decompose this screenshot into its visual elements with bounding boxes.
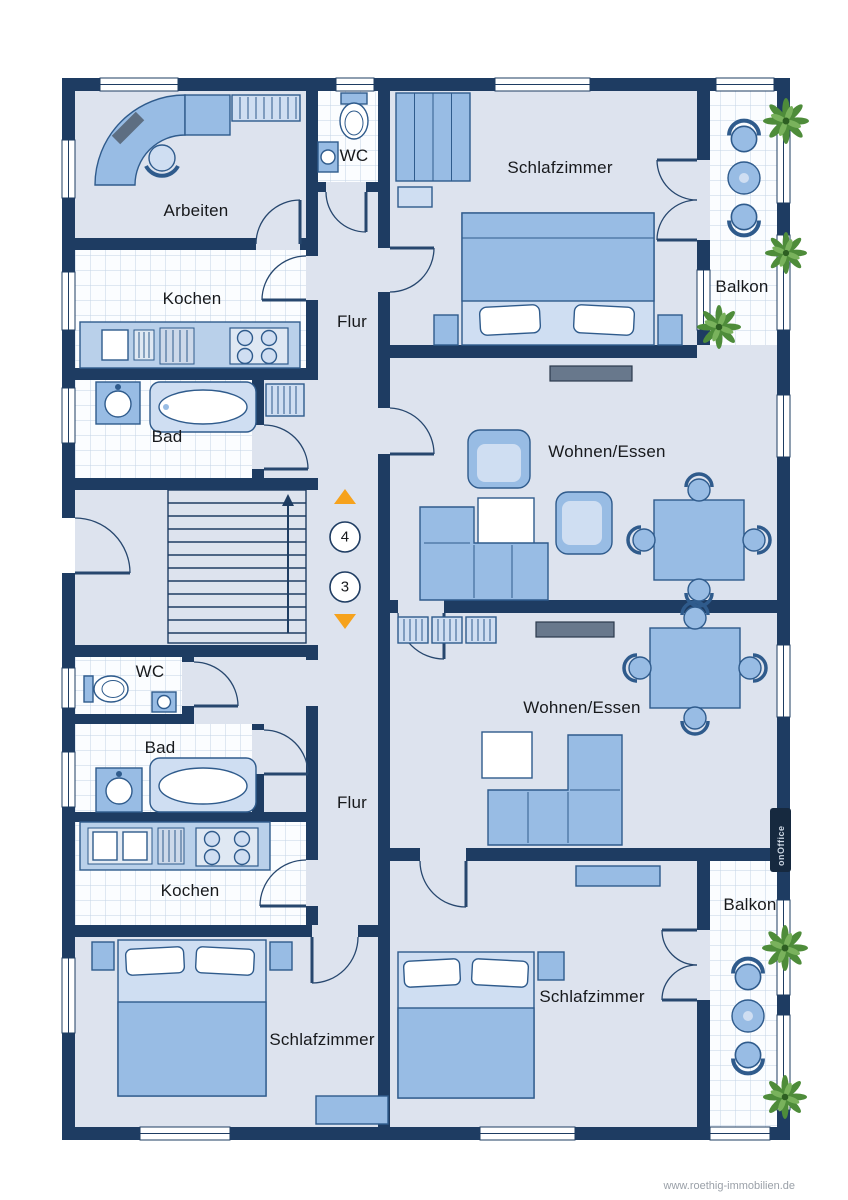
room-label-schlafzimmer-bottom-left: Schlafzimmer xyxy=(269,1030,375,1049)
double-bed-top xyxy=(433,212,683,346)
room-label-wohnen-essen-bottom: Wohnen/Essen xyxy=(523,698,641,717)
room-label-schlafzimmer-top: Schlafzimmer xyxy=(507,158,613,177)
floor-level-lower: 3 xyxy=(340,578,350,596)
living-lower xyxy=(397,600,768,846)
room-label-balkon-top: Balkon xyxy=(715,277,769,296)
bathroom-top xyxy=(95,381,305,433)
watermark-url: www.roethig-immobilien.de xyxy=(663,1180,795,1192)
room-label-wohnen-essen-top: Wohnen/Essen xyxy=(548,442,666,461)
onoffice-logo-text: onOffice xyxy=(776,825,786,866)
balcony-bottom-furniture xyxy=(732,959,764,1074)
doors xyxy=(62,158,710,1002)
living-upper xyxy=(419,365,772,608)
room-label-wc-top: WC xyxy=(339,146,369,165)
stairs-up-arrow-icon xyxy=(334,489,356,504)
room-label-kochen-top: Kochen xyxy=(162,289,222,308)
wc-bottom-fixtures xyxy=(83,675,177,713)
kitchen-bottom-counter xyxy=(79,821,271,871)
room-label-bad-top: Bad xyxy=(151,427,183,446)
office-radiator xyxy=(231,94,301,122)
room-label-wc-bottom: WC xyxy=(135,662,165,681)
office-desk xyxy=(94,94,231,186)
balcony-top-furniture xyxy=(728,121,760,236)
bathroom-bottom xyxy=(95,757,257,813)
room-label-flur-top: Flur xyxy=(336,312,368,331)
floor-level-upper: 4 xyxy=(340,528,350,546)
wc-sink xyxy=(317,141,339,173)
onoffice-logo-badge xyxy=(770,808,791,872)
room-label-balkon-bottom: Balkon xyxy=(723,895,777,914)
bedroom-bottom-left xyxy=(91,939,389,1125)
room-label-bad-bottom: Bad xyxy=(144,738,176,757)
room-label-flur-bottom: Flur xyxy=(336,793,368,812)
toilet xyxy=(339,92,369,140)
room-label-arbeiten: Arbeiten xyxy=(163,201,229,220)
stairs xyxy=(167,489,307,644)
stairs-down-arrow-icon xyxy=(334,614,356,629)
bedroom-bottom-right xyxy=(397,865,661,1099)
room-label-schlafzimmer-bottom-right: Schlafzimmer xyxy=(539,987,645,1006)
room-label-kochen-bottom: Kochen xyxy=(160,881,220,900)
floor-level-badges xyxy=(329,521,361,603)
wardrobe xyxy=(395,92,471,208)
kitchen-top-counter xyxy=(79,321,301,369)
